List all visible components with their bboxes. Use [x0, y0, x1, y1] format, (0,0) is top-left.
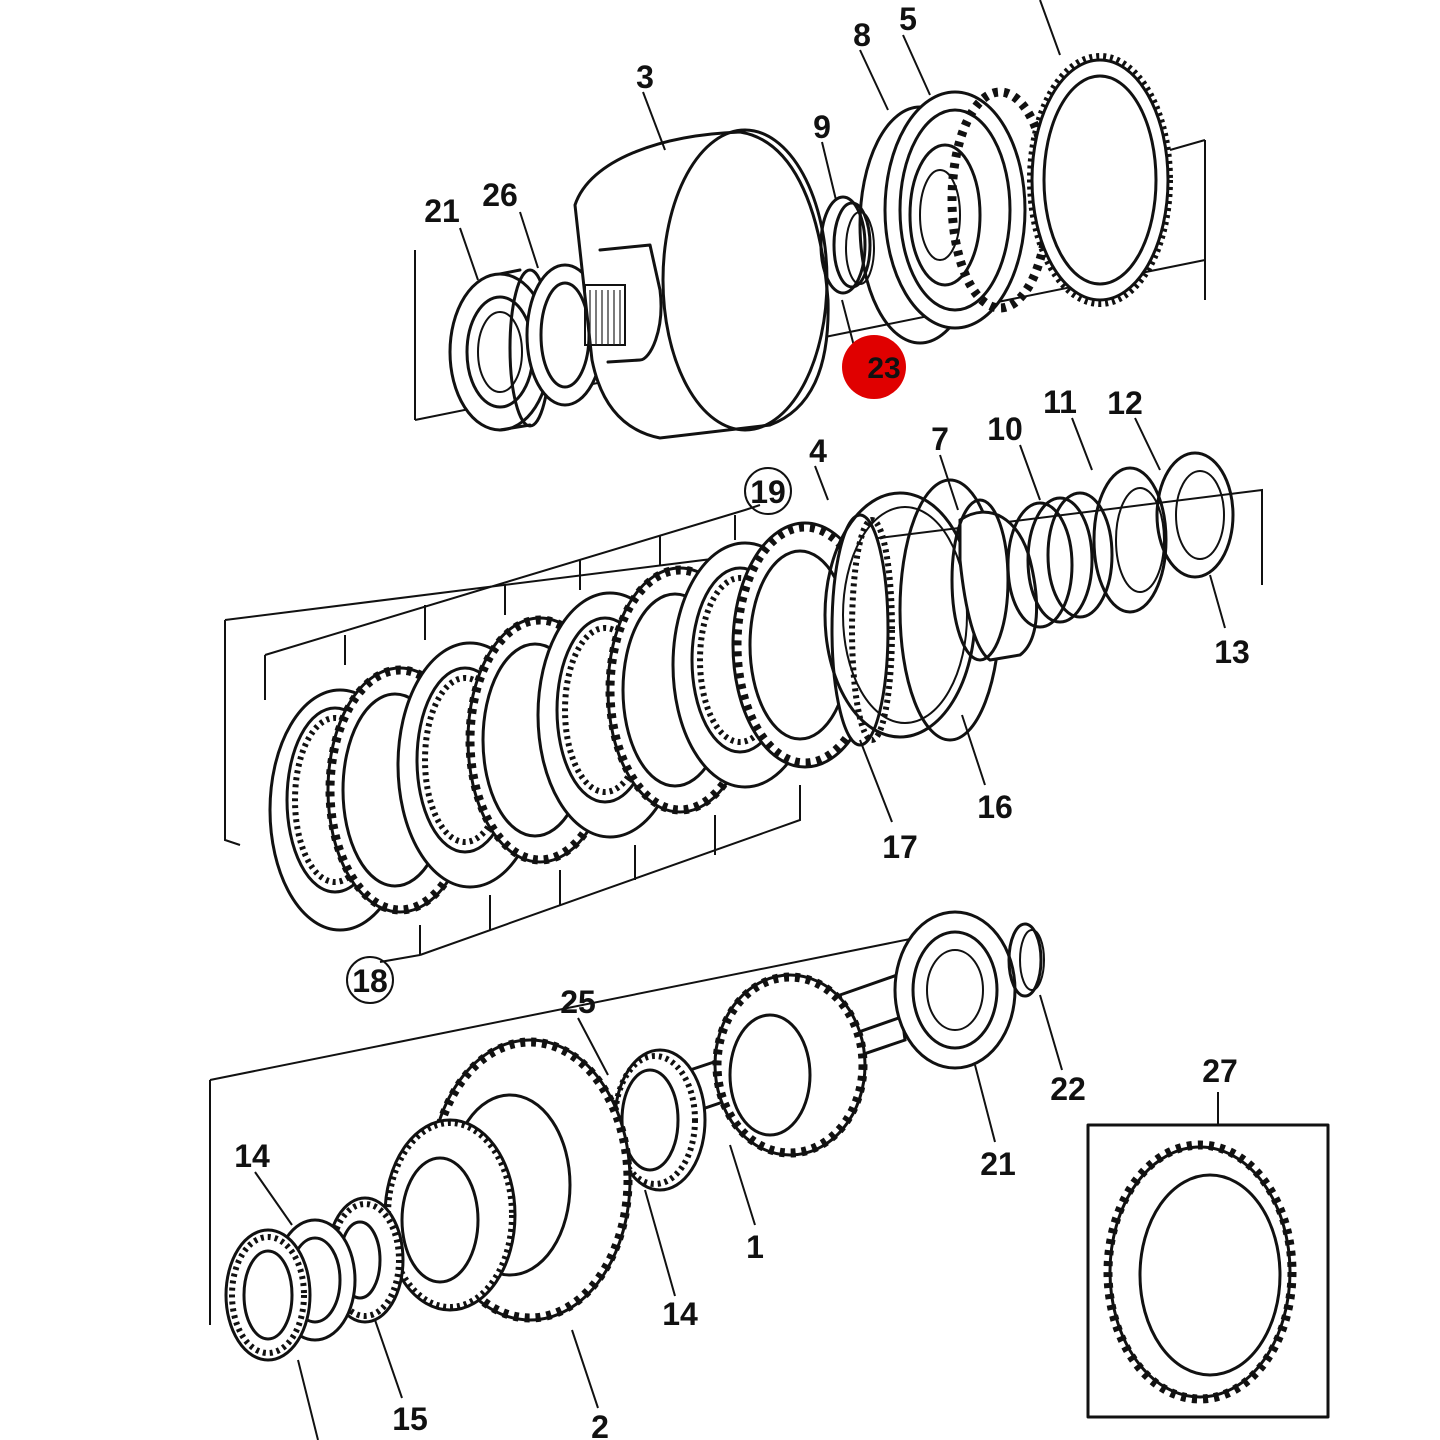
- callout-19: 19: [750, 474, 786, 510]
- callout-17: 17: [882, 829, 918, 865]
- part-27-friction-disc[interactable]: [1103, 1140, 1297, 1404]
- top-assembly: [414, 53, 1206, 440]
- part-21-bearing-bottom[interactable]: [893, 910, 1017, 1070]
- callout-8: 8: [853, 17, 871, 53]
- part-3-drum[interactable]: [573, 128, 830, 440]
- callout-10: 10: [987, 411, 1023, 447]
- callout-5: 5: [899, 1, 917, 37]
- friction-plate-top[interactable]: [1027, 53, 1173, 307]
- callout-18-circle: [346, 956, 394, 1004]
- callout-14-left: 14: [234, 1138, 270, 1174]
- callout-labels: 3 5 8 9 21 26 23 4 7 10 11 12 19 13 16 1…: [234, 1, 1250, 1440]
- bottom-shaft-assembly: [209, 910, 1045, 1362]
- callout-15: 15: [392, 1401, 428, 1437]
- callout-23[interactable]: 23: [867, 352, 900, 385]
- callout-9: 9: [813, 109, 831, 145]
- thrust-bearing-outer[interactable]: [224, 1228, 312, 1362]
- callout-19-circle: [744, 467, 792, 515]
- part-5-piston[interactable]: [883, 87, 1053, 330]
- inset-frame: [1086, 1123, 1330, 1419]
- part-11-retainer[interactable]: [1092, 466, 1168, 614]
- callout-14-right: 14: [662, 1296, 698, 1332]
- middle-clutch-pack: [224, 451, 1263, 963]
- leader-lines: [254, 0, 1226, 1440]
- callout-25: 25: [560, 984, 596, 1020]
- callout-4: 4: [809, 433, 827, 469]
- bracket-18: [379, 785, 801, 963]
- callout-7: 7: [931, 421, 949, 457]
- part-7-hub[interactable]: [950, 498, 1038, 662]
- bottom-frame-lines: [209, 934, 931, 1325]
- callout-11: 11: [1043, 384, 1077, 420]
- callout-22: 22: [1050, 1071, 1086, 1107]
- part-12-13-snap-ring[interactable]: [1155, 451, 1235, 579]
- part-9-seal-rings[interactable]: [819, 195, 875, 295]
- callout-3: 3: [636, 59, 654, 95]
- callout-1: 1: [746, 1229, 764, 1265]
- part-17-pressure-plate[interactable]: [830, 513, 895, 747]
- callout-2: 2: [591, 1409, 609, 1440]
- part-21-bearing-top[interactable]: [448, 268, 552, 432]
- shaft-gear-right[interactable]: [712, 972, 868, 1158]
- callout-18: 18: [352, 963, 388, 999]
- callout-21-top: 21: [424, 193, 460, 229]
- callout-26: 26: [482, 177, 518, 213]
- part-10-spring[interactable]: [1006, 491, 1114, 629]
- mid-frame-lines: [224, 488, 1263, 846]
- splined-gear[interactable]: [383, 1118, 517, 1312]
- highlight-23-circle[interactable]: [842, 335, 906, 399]
- callout-21-bottom: 21: [980, 1146, 1016, 1182]
- part-27-inset: [1086, 1123, 1330, 1419]
- callout-12: 12: [1107, 385, 1143, 421]
- callout-27: 27: [1202, 1053, 1238, 1089]
- clutch-plates[interactable]: [268, 521, 879, 932]
- part-22-snap-ring[interactable]: [1007, 922, 1045, 998]
- callout-13: 13: [1214, 634, 1250, 670]
- callout-16: 16: [977, 789, 1013, 825]
